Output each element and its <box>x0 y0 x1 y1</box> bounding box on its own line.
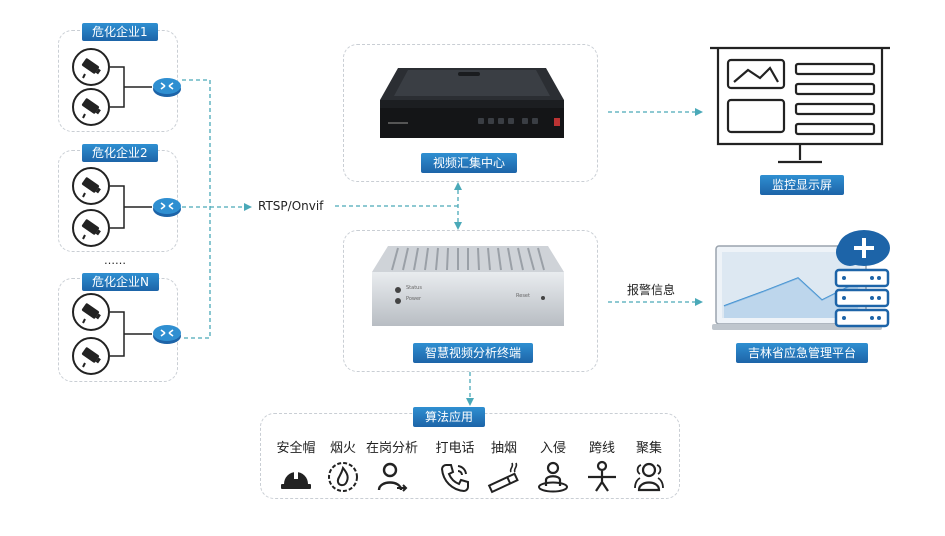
algorithm-label: 烟火 <box>329 441 356 456</box>
crowd-icon <box>634 462 664 492</box>
smoking-icon <box>487 462 519 494</box>
algorithms-title: 算法应用 <box>413 407 486 427</box>
analysis-terminal-label: 智慧视频分析终端 <box>413 343 534 363</box>
reset-text: Reset <box>516 293 530 299</box>
algorithm-item: 聚集 <box>619 437 679 494</box>
algorithm-item: 入侵 <box>523 437 583 494</box>
platform-label: 吉林省应急管理平台 <box>736 343 869 363</box>
router-icon <box>152 322 182 344</box>
algorithm-label: 打电话 <box>435 441 475 456</box>
fire-icon <box>328 462 358 492</box>
camera-icon <box>72 293 110 331</box>
camera-icon <box>72 167 110 205</box>
router-icon <box>152 195 182 217</box>
monitor-label: 监控显示屏 <box>760 175 845 195</box>
algorithm-label: 抽烟 <box>490 441 517 456</box>
status-text: Status <box>406 285 422 291</box>
laptop-icon <box>712 234 892 338</box>
video-center-box <box>343 44 598 182</box>
person-on-duty-icon <box>377 462 408 492</box>
algorithm-item: 跨线 <box>572 437 632 494</box>
algorithm-label: 跨线 <box>588 441 615 456</box>
ellipsis: …… <box>104 254 126 267</box>
algorithm-label: 安全帽 <box>276 441 316 456</box>
algorithm-label: 在岗分析 <box>365 441 418 456</box>
algorithm-label: 入侵 <box>539 441 566 456</box>
video-center-label: 视频汇集中心 <box>421 153 518 173</box>
algorithm-item: 烟火 <box>313 437 373 494</box>
alarm-label: 报警信息 <box>627 283 676 297</box>
analysis-device: Status Power Reset <box>368 242 568 332</box>
algorithm-item: 打电话 <box>425 437 485 494</box>
protocol-label: RTSP/Onvif <box>258 199 324 213</box>
analysis-terminal-box <box>343 230 598 372</box>
router-icon <box>152 75 182 97</box>
enterprise-label-n: 危化企业N <box>82 273 159 291</box>
enterprise-label-1: 危化企业1 <box>82 23 158 41</box>
helmet-icon <box>281 469 311 489</box>
intrusion-icon <box>538 461 568 493</box>
algorithm-item: 安全帽 <box>266 437 326 494</box>
line-crossing-icon <box>588 460 616 492</box>
camera-icon <box>72 48 110 86</box>
camera-icon <box>72 337 110 375</box>
enterprise-label-2: 危化企业2 <box>82 144 158 162</box>
nvr-device <box>378 60 566 146</box>
phone-icon <box>440 464 469 493</box>
camera-icon <box>72 209 110 247</box>
cloud-server-icon <box>828 226 892 334</box>
algorithm-label: 聚集 <box>635 441 662 456</box>
camera-icon <box>72 88 110 126</box>
power-text: Power <box>406 296 422 302</box>
algorithm-item: 抽烟 <box>474 437 534 494</box>
algorithm-item: 在岗分析 <box>362 437 422 494</box>
monitor-screen-icon <box>708 44 892 176</box>
